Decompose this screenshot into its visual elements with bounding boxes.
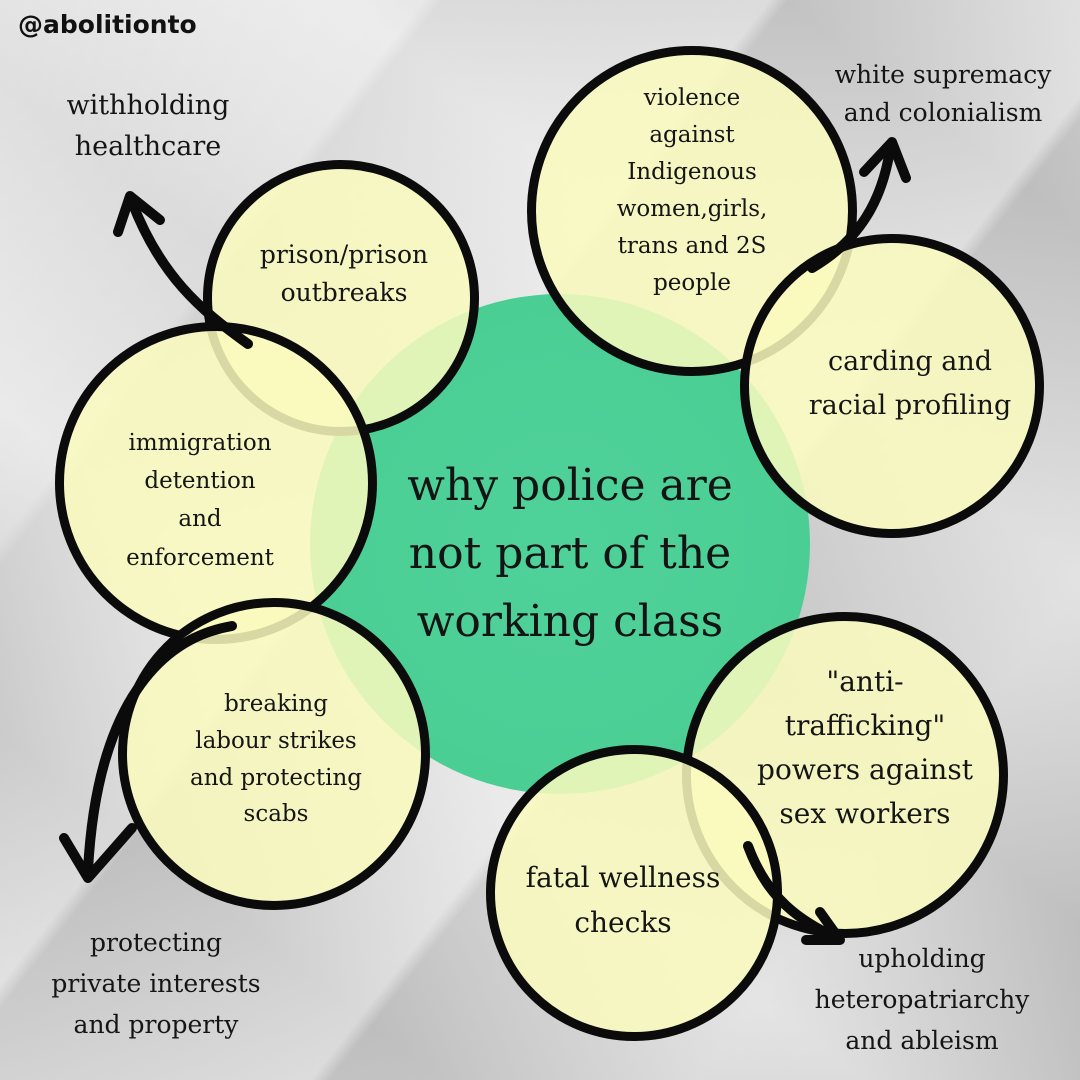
arrow-healthcare — [113, 191, 253, 349]
center-title: why police are not part of the working c… — [330, 452, 810, 657]
center-title-line: not part of the — [408, 528, 732, 580]
outer-label-line: and property — [73, 1010, 239, 1039]
center-title-line: why police are — [407, 460, 733, 511]
bubble-carding — [740, 234, 1044, 538]
bubble-text-line: labour strikes — [195, 727, 357, 754]
outer-label-healthcare: withholding healthcare — [48, 86, 248, 167]
outer-label-line: heteropatriarchy — [814, 985, 1030, 1014]
bubble-text-line: violence — [643, 85, 741, 111]
bubble-text-line: immigration — [128, 430, 272, 456]
bubble-strikes-text: breaking labour strikes and protecting s… — [158, 686, 394, 833]
bubble-text-line: against — [649, 122, 735, 149]
arrow-supremacy — [807, 137, 911, 273]
bubble-text-line: checks — [574, 905, 672, 939]
outer-label-line: protecting — [90, 928, 222, 957]
outer-label-line: white supremacy — [834, 60, 1052, 89]
outer-label-line: withholding — [66, 90, 230, 121]
bubble-wellness — [486, 745, 782, 1041]
bubble-text-line: and protecting — [190, 764, 362, 791]
bubble-text-line: "anti- — [826, 665, 904, 698]
account-handle: @abolitionto — [18, 10, 197, 39]
bubble-text-line: racial profiling — [808, 389, 1012, 421]
bubble-text-line: prison/prison — [259, 240, 429, 269]
outer-label-line: healthcare — [74, 130, 222, 162]
bubble-text-line: trafficking" — [784, 708, 946, 742]
bubble-text-line: fatal wellness — [525, 861, 721, 894]
bubble-text-line: detention — [144, 468, 256, 495]
arrow-heteropatriarchy — [743, 841, 845, 945]
bubble-immigration-text: immigration detention and enforcement — [90, 424, 310, 577]
bubble-text-line: trans and 2S — [617, 233, 767, 260]
bubble-text-line: carding and — [827, 346, 993, 377]
arrow-property — [59, 621, 237, 883]
outer-label-line: and ableism — [845, 1026, 999, 1055]
bubble-immigration — [55, 322, 377, 644]
bubble-text-line: women,girls, — [616, 196, 768, 223]
bubble-trafficking-text: "anti- trafficking" powers against sex w… — [735, 660, 995, 836]
outer-label-line: and colonialism — [843, 97, 1043, 127]
outer-label-supremacy: white supremacy and colonialism — [812, 56, 1074, 131]
bubble-text-line: people — [653, 270, 731, 297]
outer-label-line: upholding — [858, 944, 986, 973]
bubble-text-line: sex workers — [779, 796, 951, 830]
bubble-text-line: powers against — [757, 752, 973, 786]
outer-label-heteropatriarchy: upholding heteropatriarchy and ableism — [790, 938, 1054, 1061]
bubble-text-line: scabs — [243, 801, 309, 828]
bubble-text-line: Indigenous — [627, 159, 757, 186]
bubble-violence-text: violence against Indigenous women,girls,… — [572, 80, 812, 302]
bubble-text-line: and — [178, 506, 222, 533]
bubble-prison-text: prison/prison outbreaks — [235, 236, 453, 311]
outer-label-property: protecting private interests and propert… — [22, 922, 290, 1045]
outer-label-line: private interests — [51, 969, 261, 998]
bubble-carding-text: carding and racial profiling — [790, 340, 1030, 427]
bubble-text-line: outbreaks — [280, 277, 408, 307]
bubble-wellness-text: fatal wellness checks — [500, 856, 746, 946]
bubble-text-line: enforcement — [126, 544, 274, 571]
center-title-line: working class — [416, 596, 724, 648]
bubble-text-line: breaking — [224, 691, 328, 717]
